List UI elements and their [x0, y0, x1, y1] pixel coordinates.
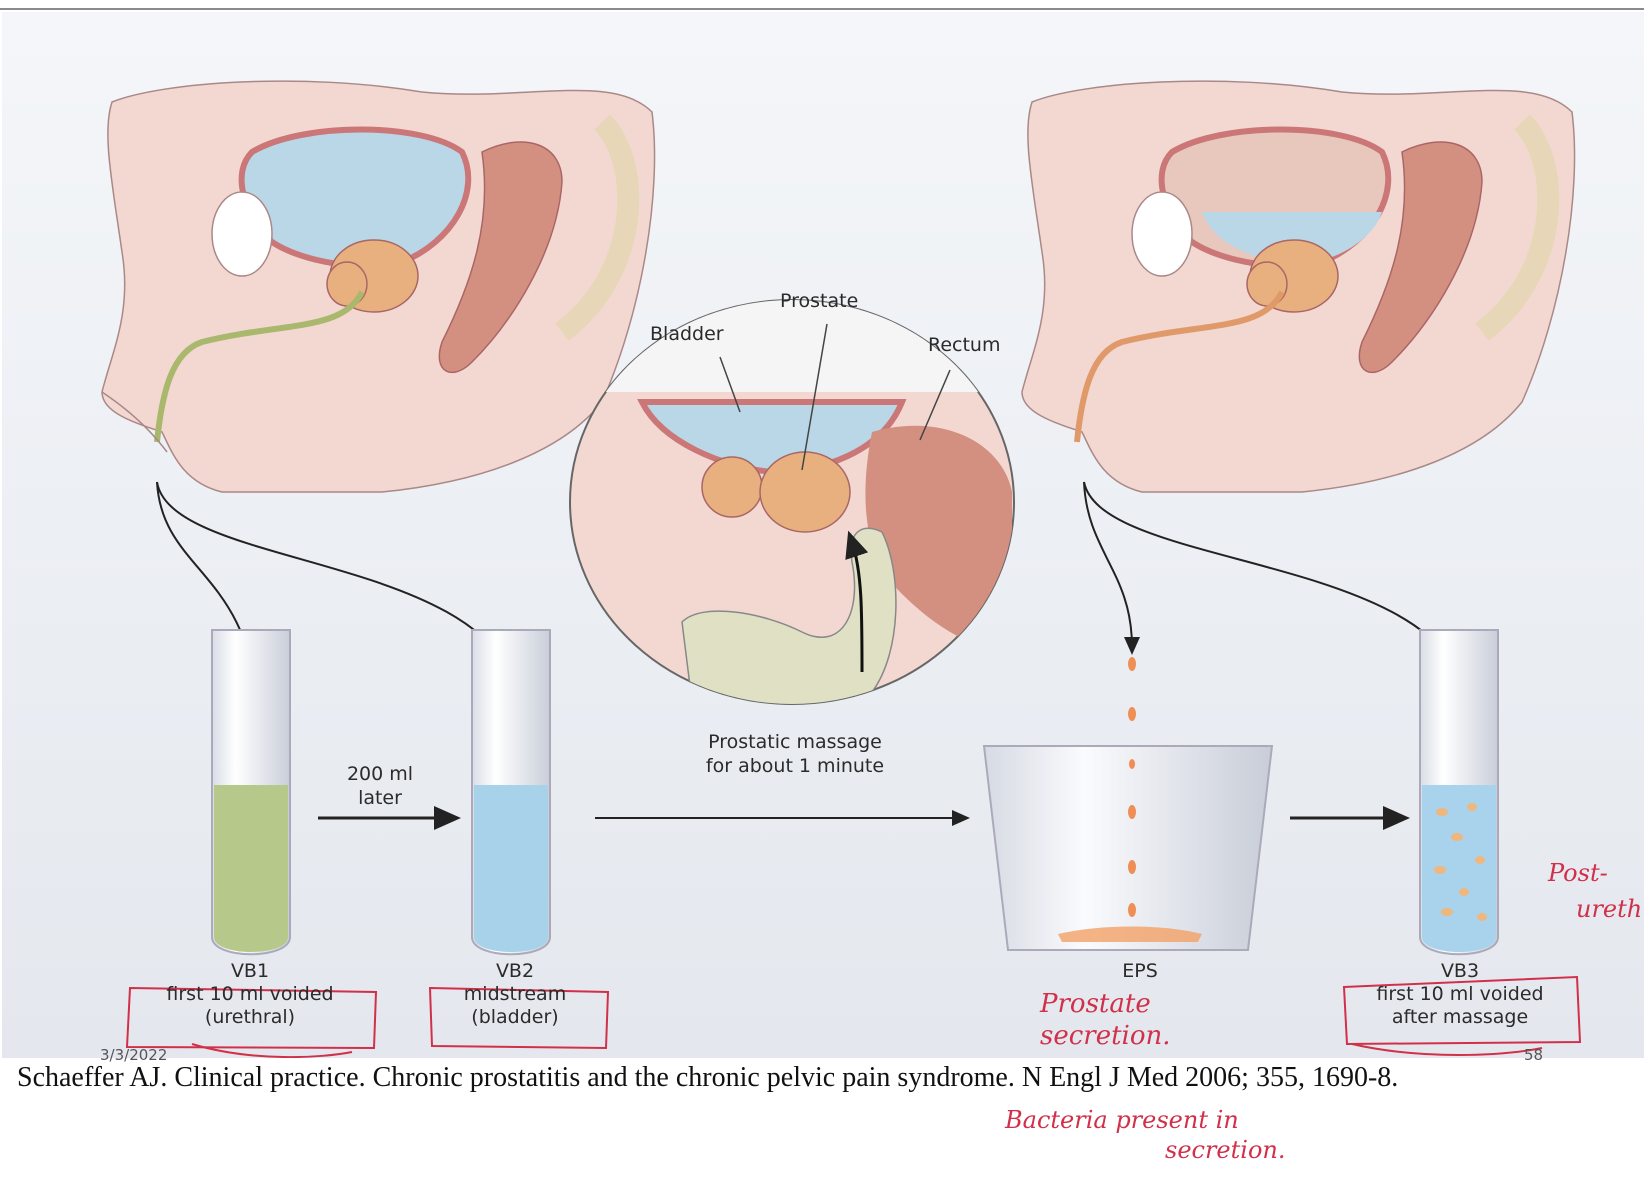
label-massage: Prostatic massage for about 1 minute — [660, 730, 930, 778]
sample-label-vb3: VB3 first 10 ml voided after massage — [1340, 960, 1580, 1029]
label-prostate: Prostate — [780, 290, 859, 312]
arrow-to-eps — [1083, 481, 1140, 655]
slide-date: 3/3/2022 — [100, 1046, 168, 1064]
eps-cup — [982, 657, 1274, 951]
sample-label-eps: EPS — [1080, 960, 1200, 983]
tube-vb1 — [211, 629, 291, 956]
annotation-underline-vb1 — [191, 1043, 353, 1058]
annotation-box-vb3 — [1342, 975, 1582, 1046]
label-interval-line1: 200 ml — [346, 763, 414, 785]
handwritten-bottom-line2: secretion. — [1165, 1136, 1286, 1164]
sample-code: VB3 — [1440, 960, 1480, 982]
sample-code: VB2 — [495, 960, 535, 982]
handwritten-bottom-note: Bacteria present in secretion. — [1005, 1105, 1286, 1165]
sample-desc-line1: first 10 ml voided — [1376, 983, 1544, 1005]
handwritten-vb3-line2: ureth — [1576, 895, 1643, 923]
citation: Schaeffer AJ. Clinical practice. Chronic… — [17, 1062, 1399, 1093]
sample-desc-line2: after massage — [1391, 1006, 1529, 1028]
label-interval: 200 ml later — [320, 762, 440, 810]
label-interval-line2: later — [358, 787, 402, 809]
handwritten-eps-line2: secretion. — [1040, 1021, 1171, 1051]
tube-vb2 — [471, 629, 551, 956]
annotation-box-vb1 — [125, 986, 378, 1050]
handwritten-vb3-line1: Post- — [1548, 859, 1608, 887]
handwritten-eps-line1: Prostate — [1040, 989, 1151, 1019]
handwritten-bottom-line1: Bacteria present in — [1005, 1106, 1239, 1134]
tube-vb3 — [1419, 629, 1499, 956]
label-massage-line1: Prostatic massage — [708, 731, 882, 753]
slide-top-border — [0, 8, 1644, 10]
diagram-illustration — [2, 12, 1644, 1058]
sample-label-vb2: VB2 midstream (bladder) — [420, 960, 610, 1029]
annotation-box-vb2 — [428, 986, 610, 1050]
sample-label-vb1: VB1 first 10 ml voided (urethral) — [130, 960, 370, 1029]
right-anatomy — [1021, 80, 1576, 493]
slide-page-number: 58 — [1524, 1046, 1544, 1064]
sample-code: EPS — [1122, 960, 1158, 982]
label-bladder: Bladder — [650, 323, 724, 345]
sample-desc-line1: midstream — [463, 983, 567, 1005]
handwritten-vb3-note: Post- ureth — [1548, 855, 1642, 927]
sample-desc-line2: (bladder) — [471, 1006, 559, 1028]
left-anatomy — [101, 80, 656, 493]
sample-code: VB1 — [230, 960, 270, 982]
handwritten-eps-note: Prostate secretion. — [1040, 988, 1171, 1052]
label-rectum: Rectum — [928, 334, 1001, 356]
annotation-underline-vb3 — [1351, 1043, 1543, 1056]
sample-desc-line1: first 10 ml voided — [166, 983, 334, 1005]
sample-desc-line2: (urethral) — [204, 1006, 296, 1028]
label-massage-line2: for about 1 minute — [705, 755, 885, 777]
